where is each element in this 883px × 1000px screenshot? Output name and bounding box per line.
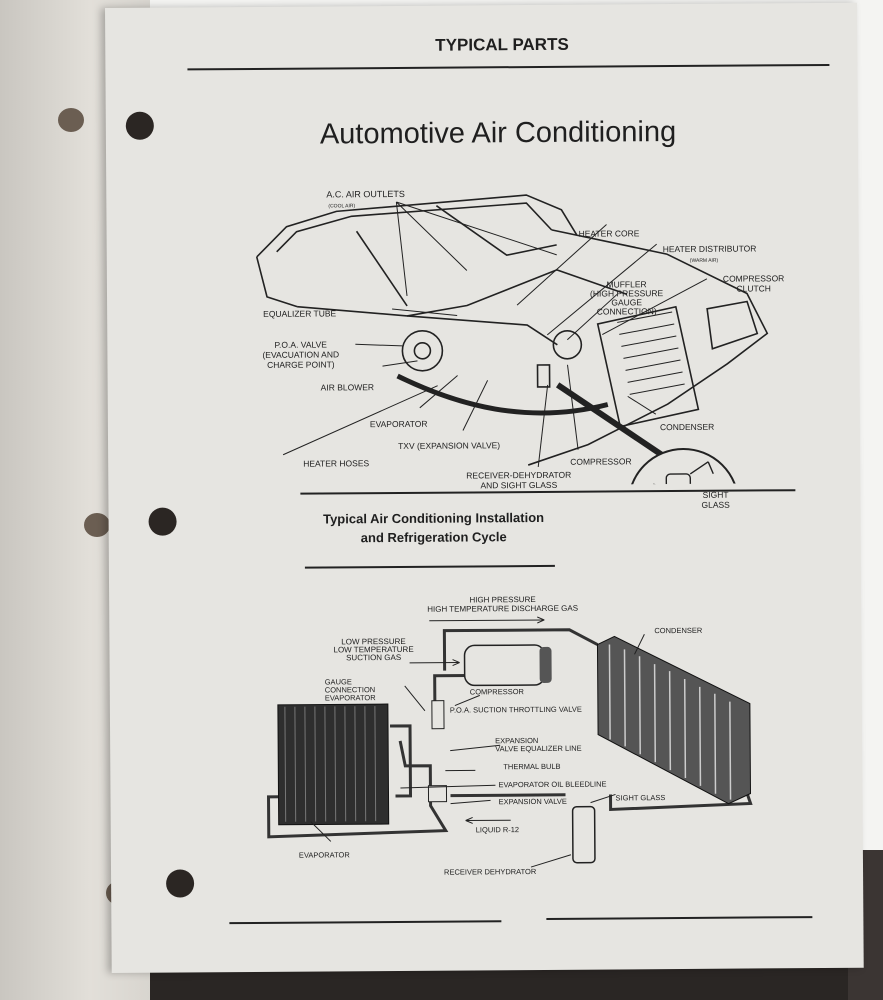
label-oil-bleedline: EVAPORATOR OIL BLEEDLINE bbox=[498, 779, 607, 790]
label-evaporator: EVAPORATOR bbox=[298, 850, 350, 860]
refrigeration-cycle-diagram bbox=[267, 616, 753, 868]
label-low-pressure-gas: LOW PRESSURE LOW TEMPERATURE SUCTION GAS bbox=[333, 636, 414, 663]
label-high-pressure-gas: HIGH PRESSURE HIGH TEMPERATURE DISCHARGE… bbox=[427, 595, 579, 614]
label-compressor: COMPRESSOR bbox=[469, 687, 525, 697]
label-expansion-valve: EXPANSION VALVE bbox=[498, 796, 567, 807]
label-condenser: CONDENSER bbox=[654, 625, 703, 636]
punch-hole bbox=[84, 513, 110, 537]
footer-rule-left bbox=[229, 920, 502, 925]
manual-page: TYPICAL PARTS Automotive Air Conditionin… bbox=[105, 2, 864, 973]
label-poa-suction-valve: P.O.A. SUCTION THROTTLING VALVE bbox=[449, 704, 582, 715]
label-expansion-equalizer-line: EXPANSION VALVE EQUALIZER LINE bbox=[495, 735, 582, 754]
label-sight-glass: SIGHT GLASS bbox=[615, 793, 666, 803]
car-ac-installation-drawing bbox=[255, 194, 769, 488]
label-liquid-r12: LIQUID R-12 bbox=[475, 825, 520, 835]
evaporator-core bbox=[277, 703, 390, 826]
receiver-dehydrator-shape bbox=[571, 805, 596, 864]
compressor-shape bbox=[463, 644, 546, 687]
label-gauge-connection: GAUGE CONNECTION EVAPORATOR bbox=[324, 677, 376, 703]
condenser-core bbox=[596, 635, 752, 805]
footer-rule-right bbox=[546, 916, 813, 920]
label-thermal-bulb: THERMAL BULB bbox=[503, 761, 561, 772]
punch-hole bbox=[58, 108, 84, 132]
label-receiver-dehydrator: RECEIVER DEHYDRATOR bbox=[444, 867, 537, 877]
